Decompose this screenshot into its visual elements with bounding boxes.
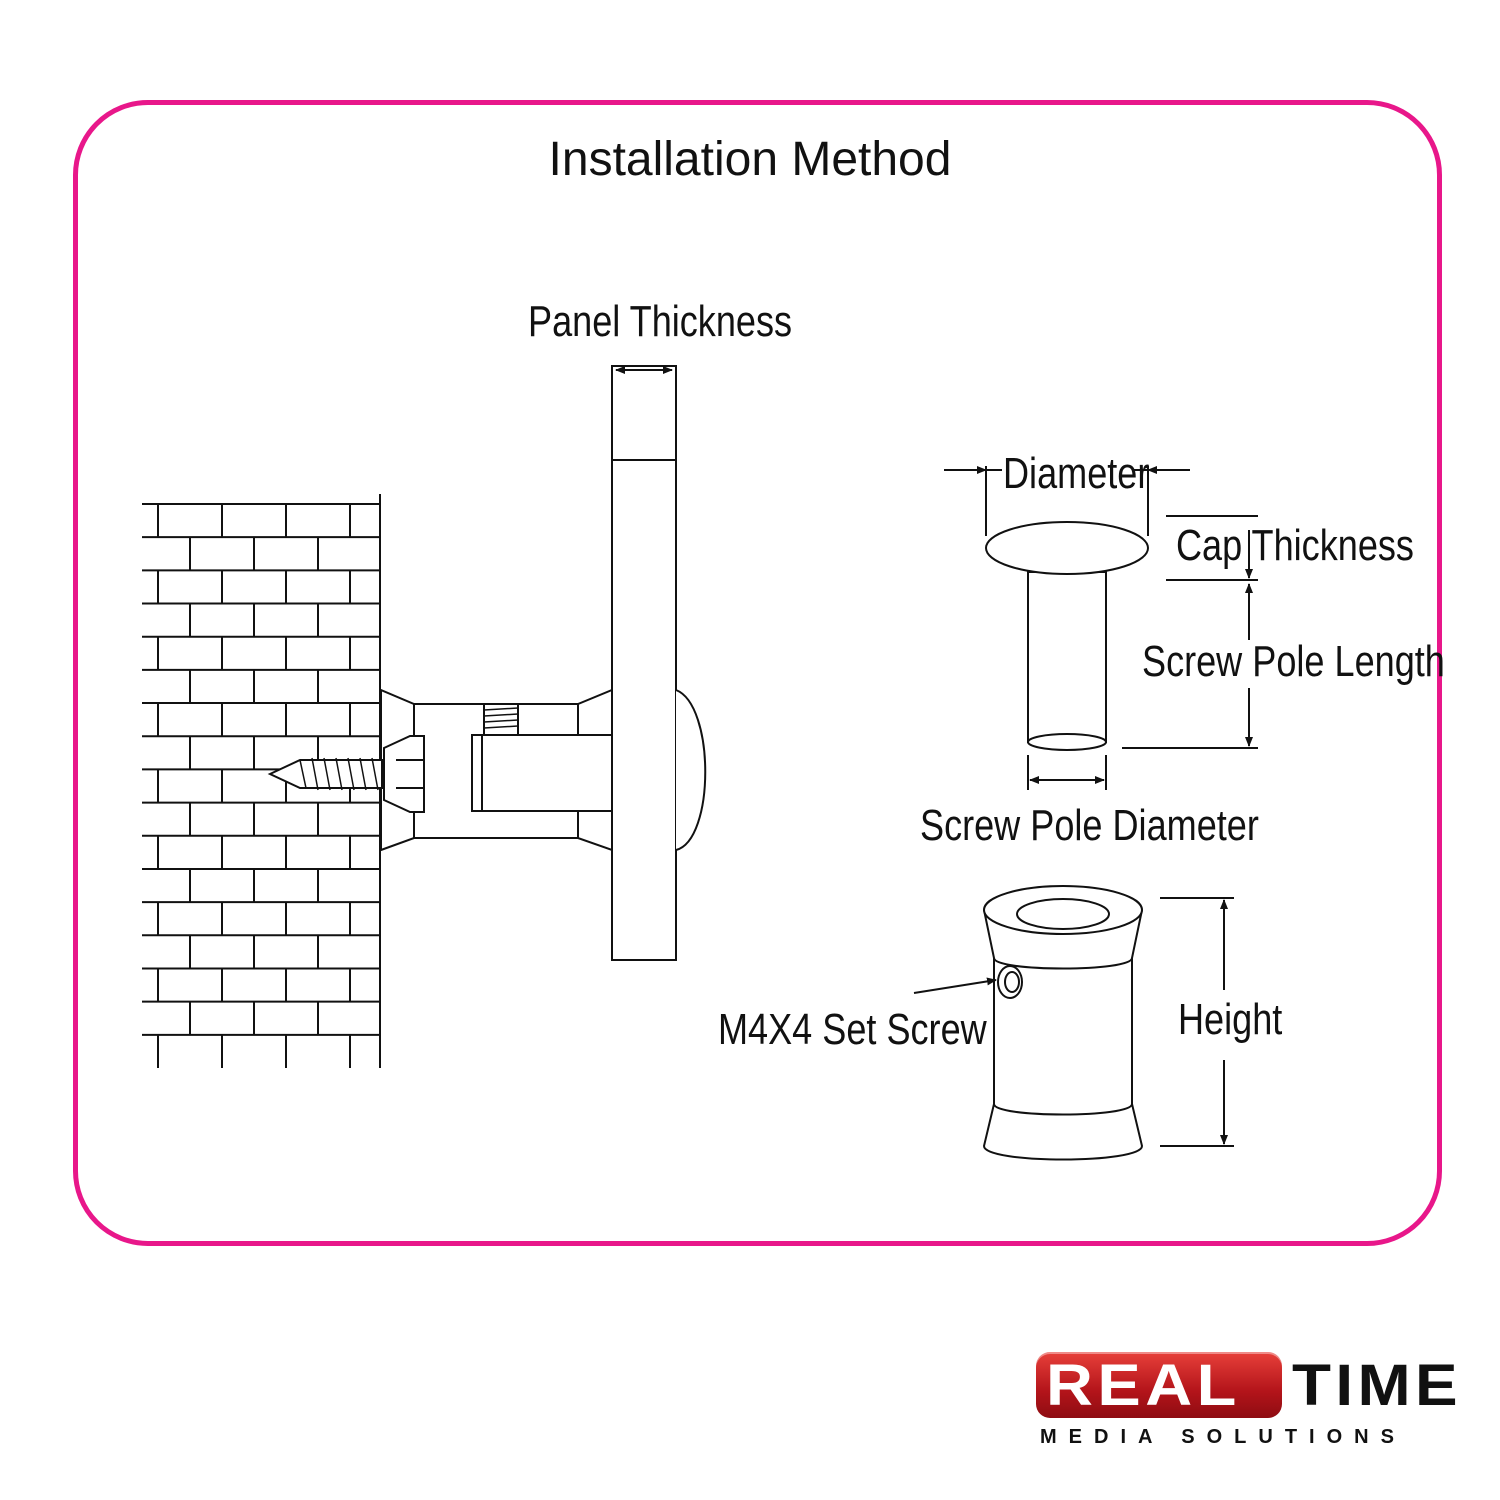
standoff-assembly (267, 365, 707, 961)
logo-badge (1036, 1352, 1282, 1418)
label-screw-pole-diameter: Screw Pole Diameter (920, 801, 1259, 850)
cap-dimensions (944, 466, 1258, 790)
brick-wall (142, 494, 381, 1068)
logo-word-real: REAL (1046, 1353, 1241, 1418)
barrel-dimensions (913, 897, 1234, 1147)
label-set-screw: M4X4 Set Screw (718, 1005, 987, 1054)
label-diameter: Diameter (1003, 449, 1150, 498)
barrel-part (982, 885, 1144, 1161)
label-height: Height (1178, 995, 1283, 1044)
diagram-title: Installation Method (548, 133, 952, 186)
logo-word-time: TIME (1292, 1353, 1463, 1418)
diagram-frame (73, 100, 1442, 1246)
company-logo: REAL TIME MEDIA SOLUTIONS (1036, 1350, 1486, 1450)
label-screw-pole-length: Screw Pole Length (1142, 637, 1445, 686)
cap-with-pole (985, 521, 1149, 751)
label-cap-thickness: Cap Thickness (1176, 521, 1414, 570)
label-panel-thickness: Panel Thickness (528, 297, 793, 346)
logo-tagline: MEDIA SOLUTIONS (1040, 1426, 1406, 1448)
